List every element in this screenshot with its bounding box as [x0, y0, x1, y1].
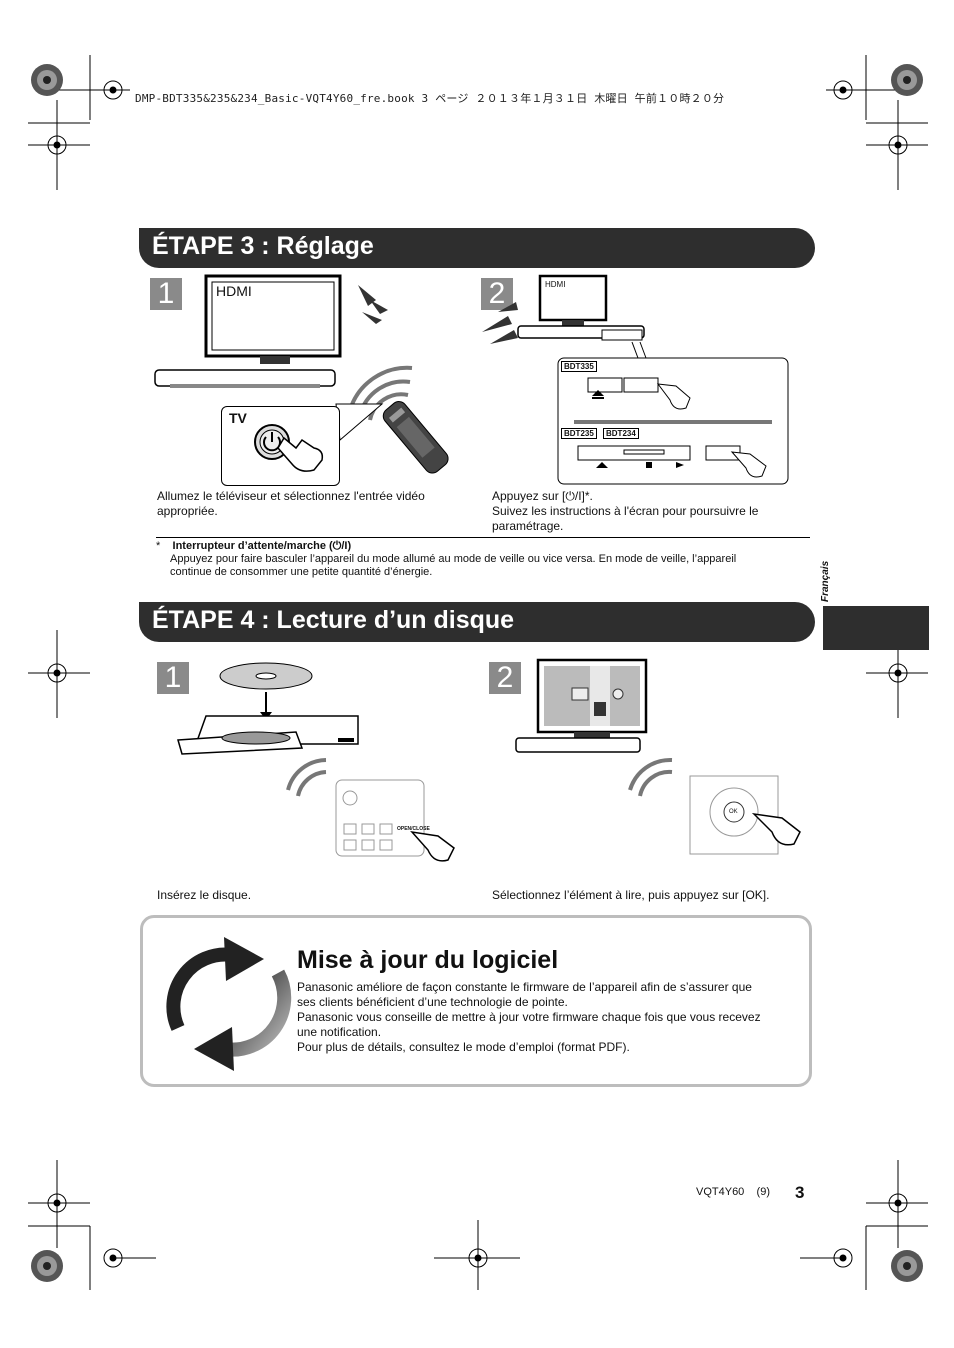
model-bdt335-badge: BDT335	[561, 361, 597, 372]
remote-ok-label: OK	[729, 809, 738, 815]
refresh-arrows-icon	[166, 937, 292, 1071]
footer-subpage: (9)	[756, 1186, 770, 1198]
step4-caption-1: Insérez le disque.	[157, 888, 252, 902]
menu-select-illustration	[515, 658, 801, 855]
step4-title: ÉTAPE 4 : Lecture d’un disque	[152, 606, 515, 634]
software-update-box	[140, 915, 812, 1087]
update-title: Mise à jour du logiciel	[297, 946, 559, 974]
note-title: Interrupteur d’attente/marche (⏻/I)	[172, 540, 352, 552]
player-illustration	[482, 274, 789, 485]
step4-number-2: 2	[489, 662, 521, 694]
step4-banner: ÉTAPE 4 : Lecture d’un disque	[139, 602, 815, 642]
standby-note: * Interrupteur d’attente/marche (⏻/I) Ap…	[156, 540, 737, 578]
step3-caption-2: Appuyez sur [⏻/I]*. Suivez les instructi…	[492, 489, 759, 533]
note-divider	[156, 537, 810, 538]
step3-banner: ÉTAPE 3 : Réglage	[139, 228, 815, 268]
tv-illustration	[154, 274, 449, 474]
note-marker: *	[156, 540, 161, 552]
language-side-tab	[823, 606, 929, 650]
footer-code: VQT4Y60 (9)	[696, 1186, 770, 1198]
update-body: Panasonic améliore de façon constante le…	[297, 980, 761, 1054]
remote-open-close-label: OPEN/CLOSE	[397, 826, 430, 832]
small-tv-input-label: HDMI	[545, 280, 566, 289]
book-header-line: DMP-BDT335&235&234_Basic-VQT4Y60_fre.boo…	[135, 92, 725, 105]
step3-title: ÉTAPE 3 : Réglage	[152, 232, 374, 260]
step3-number-2: 2	[481, 278, 513, 310]
page-number: 3	[795, 1183, 805, 1202]
tv-power-button	[254, 424, 324, 472]
model-bdt235-badge: BDT235	[561, 428, 597, 439]
step4-number-1: 1	[157, 662, 189, 694]
model-bdt234-badge: BDT234	[603, 428, 639, 439]
tv-input-label: HDMI	[216, 283, 252, 299]
disc-insert-illustration	[177, 662, 455, 862]
step3-number-1: 1	[150, 278, 182, 310]
tv-button-label: TV	[229, 410, 247, 426]
language-side-label: Français	[820, 560, 831, 602]
step4-caption-2: Sélectionnez l’élément à lire, puis appu…	[492, 888, 770, 902]
step3-caption-1: Allumez le téléviseur et sélectionnez l'…	[157, 489, 425, 518]
